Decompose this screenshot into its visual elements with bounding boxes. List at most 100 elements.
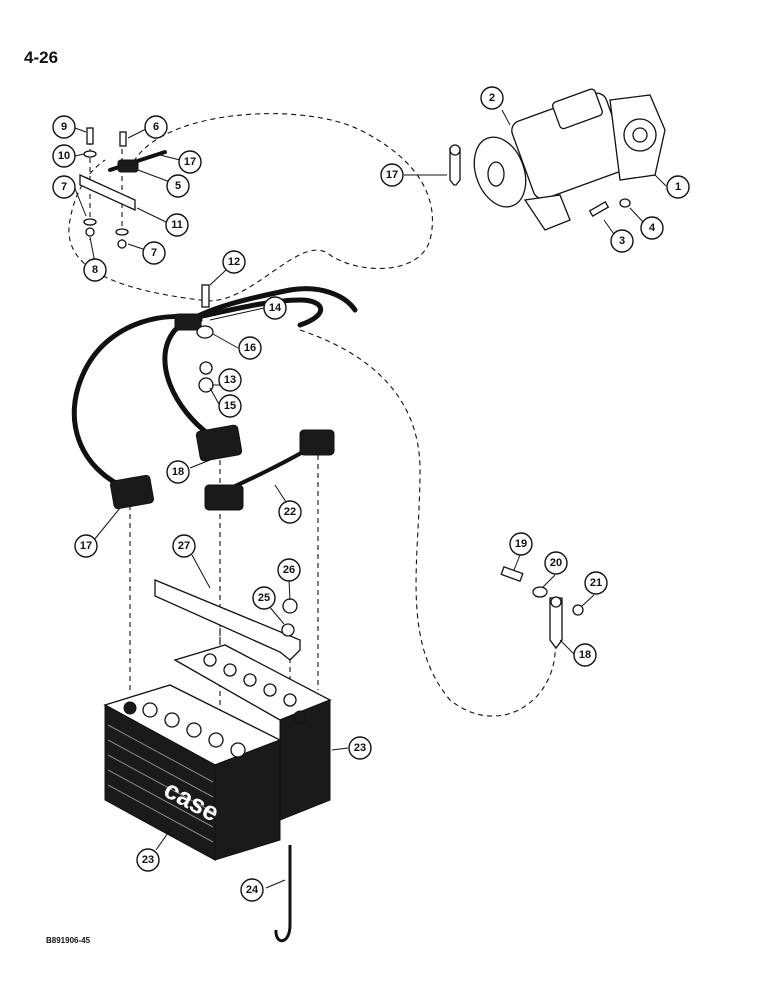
page-number: 4-26 <box>24 48 59 67</box>
bolt-6 <box>119 131 127 147</box>
callout-label: 17 <box>184 156 196 168</box>
terminal-18 <box>549 597 563 650</box>
boot-22-left <box>204 484 244 511</box>
callout-label: 25 <box>258 592 270 604</box>
ground-bracket <box>79 127 167 249</box>
callout-14: 14 <box>263 296 287 320</box>
callout-21: 21 <box>584 571 608 595</box>
callout-23a: 23 <box>348 736 372 760</box>
callout-27: 27 <box>172 534 196 558</box>
callout-16: 16 <box>238 336 262 360</box>
terminal-boots <box>110 424 335 511</box>
callout-label: 12 <box>228 256 240 268</box>
boot-17 <box>110 474 154 510</box>
callout-label: 24 <box>246 884 259 896</box>
hold-down-bracket <box>154 579 301 661</box>
callout-label: 11 <box>171 219 183 231</box>
callout-5: 5 <box>166 174 190 198</box>
callout-24: 24 <box>240 878 264 902</box>
callout-19: 19 <box>509 532 533 556</box>
callout-label: 3 <box>619 235 625 247</box>
callout-8: 8 <box>83 258 107 282</box>
cable-to-18 <box>162 286 358 438</box>
callout-label: 4 <box>649 222 656 234</box>
callout-label: 7 <box>151 247 157 259</box>
callout-22: 22 <box>278 500 302 524</box>
callout-label: 13 <box>224 374 236 386</box>
callout-2: 2 <box>480 86 504 110</box>
washer-13 <box>199 361 213 375</box>
cable-clamp-14 <box>174 313 202 331</box>
callout-label: 8 <box>92 264 98 276</box>
callout-label: 19 <box>515 538 527 550</box>
callout-10: 10 <box>52 144 76 168</box>
callout-7b: 7 <box>142 241 166 265</box>
callout-7a: 7 <box>52 175 76 199</box>
washer-20 <box>532 586 548 598</box>
callout-label: 5 <box>175 180 181 192</box>
callout-label: 23 <box>142 854 154 866</box>
starter-bolt <box>588 201 610 217</box>
batteries: case <box>103 644 332 861</box>
callout-label: 27 <box>178 540 190 552</box>
callout-26: 26 <box>277 558 301 582</box>
callout-label: 7 <box>61 181 67 193</box>
callout-leaders <box>73 109 667 889</box>
cable-to-17 <box>71 314 203 493</box>
bolt-12 <box>201 284 210 308</box>
nut-7 <box>117 239 127 249</box>
callout-13: 13 <box>218 368 242 392</box>
nut-21 <box>572 604 584 616</box>
callout-label: 23 <box>354 742 366 754</box>
drawing-code: B891906-45 <box>46 936 91 945</box>
battery-cables <box>71 284 358 497</box>
routing-line-cable-to-terminal <box>299 329 556 717</box>
callout-17b: 17 <box>380 163 404 187</box>
battery-caps <box>123 653 307 758</box>
callout-18b: 18 <box>573 643 597 667</box>
bracket-27 <box>154 579 301 661</box>
starter-hardware <box>449 144 631 217</box>
boot-18 <box>195 424 243 462</box>
washer-7b <box>115 228 129 236</box>
callout-1: 1 <box>666 175 690 199</box>
callout-label: 6 <box>153 121 159 133</box>
battery-ribs <box>107 724 214 843</box>
callout-label: 15 <box>224 400 236 412</box>
washer-25 <box>281 623 295 637</box>
callout-12: 12 <box>222 250 246 274</box>
terminal-hardware <box>500 565 584 650</box>
callout-label: 10 <box>58 150 70 162</box>
nut-26 <box>282 598 298 614</box>
callout-6: 6 <box>144 115 168 139</box>
cable-main <box>182 297 324 328</box>
callout-25: 25 <box>252 586 276 610</box>
callout-9: 9 <box>52 115 76 139</box>
bolt-9 <box>86 127 94 145</box>
callout-label: 22 <box>284 506 296 518</box>
hold-down-rod <box>274 845 292 943</box>
clip-16 <box>196 325 214 339</box>
battery-front-right <box>214 739 281 861</box>
callout-17c: 17 <box>74 534 98 558</box>
callout-label: 18 <box>172 466 184 478</box>
callout-3: 3 <box>610 229 634 253</box>
bolt-19 <box>500 565 524 583</box>
washer-7a <box>83 218 97 226</box>
callout-label: 20 <box>550 557 562 569</box>
callout-label: 26 <box>283 564 295 576</box>
callout-17a: 17 <box>178 150 202 174</box>
callout-label: 14 <box>269 302 282 314</box>
callout-20: 20 <box>544 551 568 575</box>
nut-8 <box>85 227 95 237</box>
callout-23b: 23 <box>136 848 160 872</box>
callout-label: 9 <box>61 121 67 133</box>
callout-label: 17 <box>80 540 92 552</box>
callout-18a: 18 <box>166 460 190 484</box>
callout-15: 15 <box>218 394 242 418</box>
starter-washer <box>619 198 631 208</box>
boot-22-right <box>299 429 335 456</box>
callout-label: 16 <box>244 342 256 354</box>
callout-11: 11 <box>165 213 189 237</box>
